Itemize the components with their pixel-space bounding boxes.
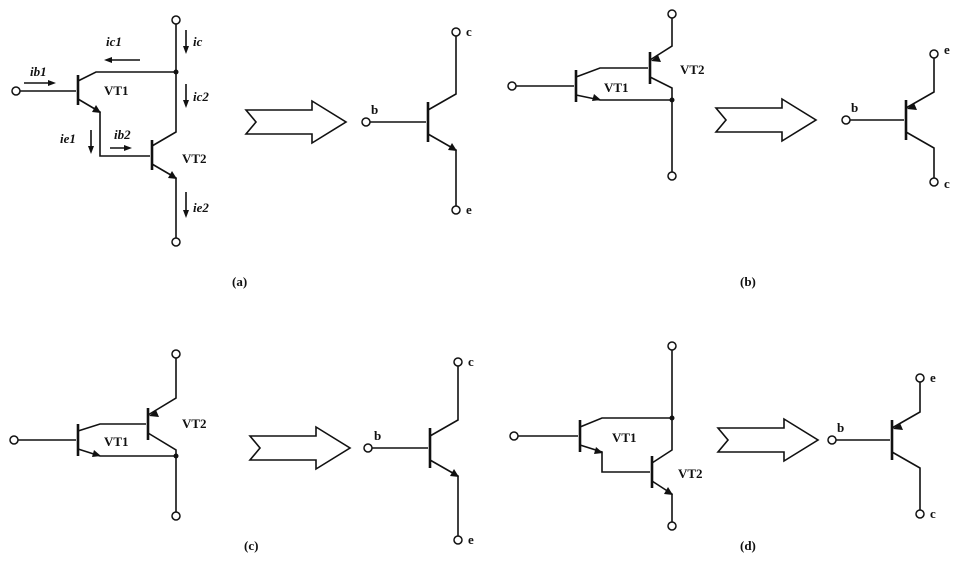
panel-c-vt2-transistor	[146, 349, 181, 521]
panel-b-transform-arrow	[714, 97, 818, 143]
panel-a-ic-label: ic	[193, 34, 203, 49]
panel-b-caption: (b)	[740, 274, 756, 289]
panel-d: VT1 VT2 b e c (d)	[509, 341, 936, 553]
panel-d-vt1-transistor	[509, 417, 672, 473]
panel-a-ie1-label: ie1	[60, 131, 76, 146]
panel-d-transform-arrow	[716, 417, 820, 463]
panel-a-ic2-label: ic2	[193, 89, 209, 104]
panel-b-equivalent-pnp	[841, 49, 939, 187]
panel-d-equivalent-pnp	[827, 373, 925, 519]
panel-a-vt1-transistor	[11, 71, 176, 157]
panel-a-current-arrows	[24, 30, 189, 218]
panel-c-vt1-label: VT1	[104, 434, 129, 449]
panel-c-vt1-transistor	[9, 423, 176, 457]
panel-b-vt1-transistor	[507, 67, 672, 102]
panel-a-vt2-label: VT2	[182, 151, 207, 166]
panel-b-vt2-label: VT2	[680, 62, 705, 77]
panel-a-vt2-transistor	[150, 15, 181, 247]
panel-c-caption: (c)	[244, 538, 258, 553]
panel-a-ic1-label: ic1	[106, 34, 122, 49]
panel-a-ib1-label: ib1	[30, 64, 47, 79]
panel-d-vt2-transistor	[650, 341, 677, 531]
panel-d-eq-base-label: b	[837, 420, 844, 435]
panel-c: VT1 VT2 b c e (c)	[9, 349, 474, 553]
panel-c-eq-collector-label: c	[468, 354, 474, 369]
panel-c-eq-base-label: b	[374, 428, 381, 443]
panel-a-eq-collector-label: c	[466, 24, 472, 39]
panel-a-eq-base-label: b	[371, 102, 378, 117]
panel-b-eq-base-label: b	[851, 100, 858, 115]
panel-b-vt2-transistor	[648, 9, 677, 181]
panel-a-ie2-label: ie2	[193, 200, 209, 215]
panel-d-eq-emitter-label: e	[930, 370, 936, 385]
panel-a-vt1-label: VT1	[104, 83, 129, 98]
panel-c-equivalent-npn	[363, 357, 463, 545]
panel-a-caption: (a)	[232, 274, 247, 289]
panel-a-eq-emitter-label: e	[466, 202, 472, 217]
panel-b-eq-emitter-label: e	[944, 42, 950, 57]
panel-c-vt2-label: VT2	[182, 416, 207, 431]
panel-b-vt1-label: VT1	[604, 80, 629, 95]
panel-d-vt1-label: VT1	[612, 430, 637, 445]
panel-b-eq-collector-label: c	[944, 176, 950, 191]
panel-c-eq-emitter-label: e	[468, 532, 474, 547]
panel-d-caption: (d)	[740, 538, 756, 553]
panel-a-transform-arrow	[244, 99, 348, 145]
panel-b: VT1 VT2 b e c (b)	[507, 9, 950, 289]
panel-a: ib1 ic1 ic ic2 ie1 ib2 ie2 VT1 VT2 b c e…	[11, 15, 472, 289]
panel-d-eq-collector-label: c	[930, 506, 936, 521]
panel-c-transform-arrow	[248, 425, 352, 471]
panel-a-equivalent-npn	[361, 27, 461, 215]
panel-a-ib2-label: ib2	[114, 127, 131, 142]
panel-d-vt2-label: VT2	[678, 466, 703, 481]
